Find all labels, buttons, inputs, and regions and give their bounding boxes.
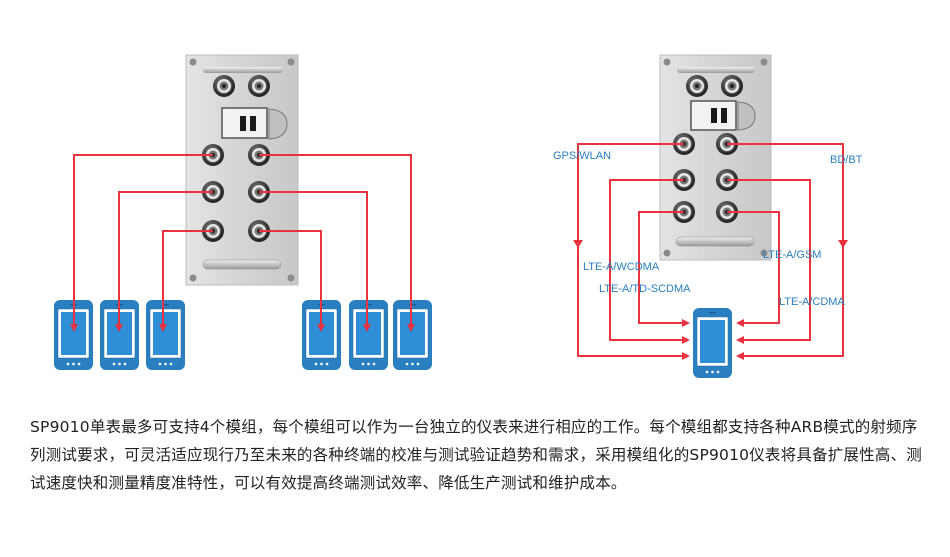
label-lte-cdma: LTE-A/CDMA	[779, 296, 845, 308]
right-connection-lines	[573, 143, 848, 360]
phone-left-3	[145, 299, 186, 371]
label-gps-wlan: GPS/WLAN	[553, 150, 611, 162]
label-lte-tdscdma: LTE-A/TD-SCDMA	[599, 283, 691, 295]
description-paragraph: SP9010单表最多可支持4个模组，每个模组可以作为一台独立的仪表来进行相应的工…	[30, 418, 922, 492]
label-lte-gsm: LTE-A/GSM	[763, 249, 821, 261]
left-connection-lines	[70, 154, 415, 332]
phone-left-6	[392, 299, 433, 371]
phone-left-5	[348, 299, 389, 371]
left-instrument-panel	[185, 54, 299, 286]
phone-right	[692, 307, 733, 379]
label-bd-bt: BD/BT	[830, 154, 863, 166]
label-lte-wcdma: LTE-A/WCDMA	[583, 261, 660, 273]
right-instrument-panel	[659, 54, 772, 261]
module-test-diagram: GPS/WLAN BD/BT LTE-A/WCDMA LTE-A/GSM LTE…	[53, 54, 863, 379]
